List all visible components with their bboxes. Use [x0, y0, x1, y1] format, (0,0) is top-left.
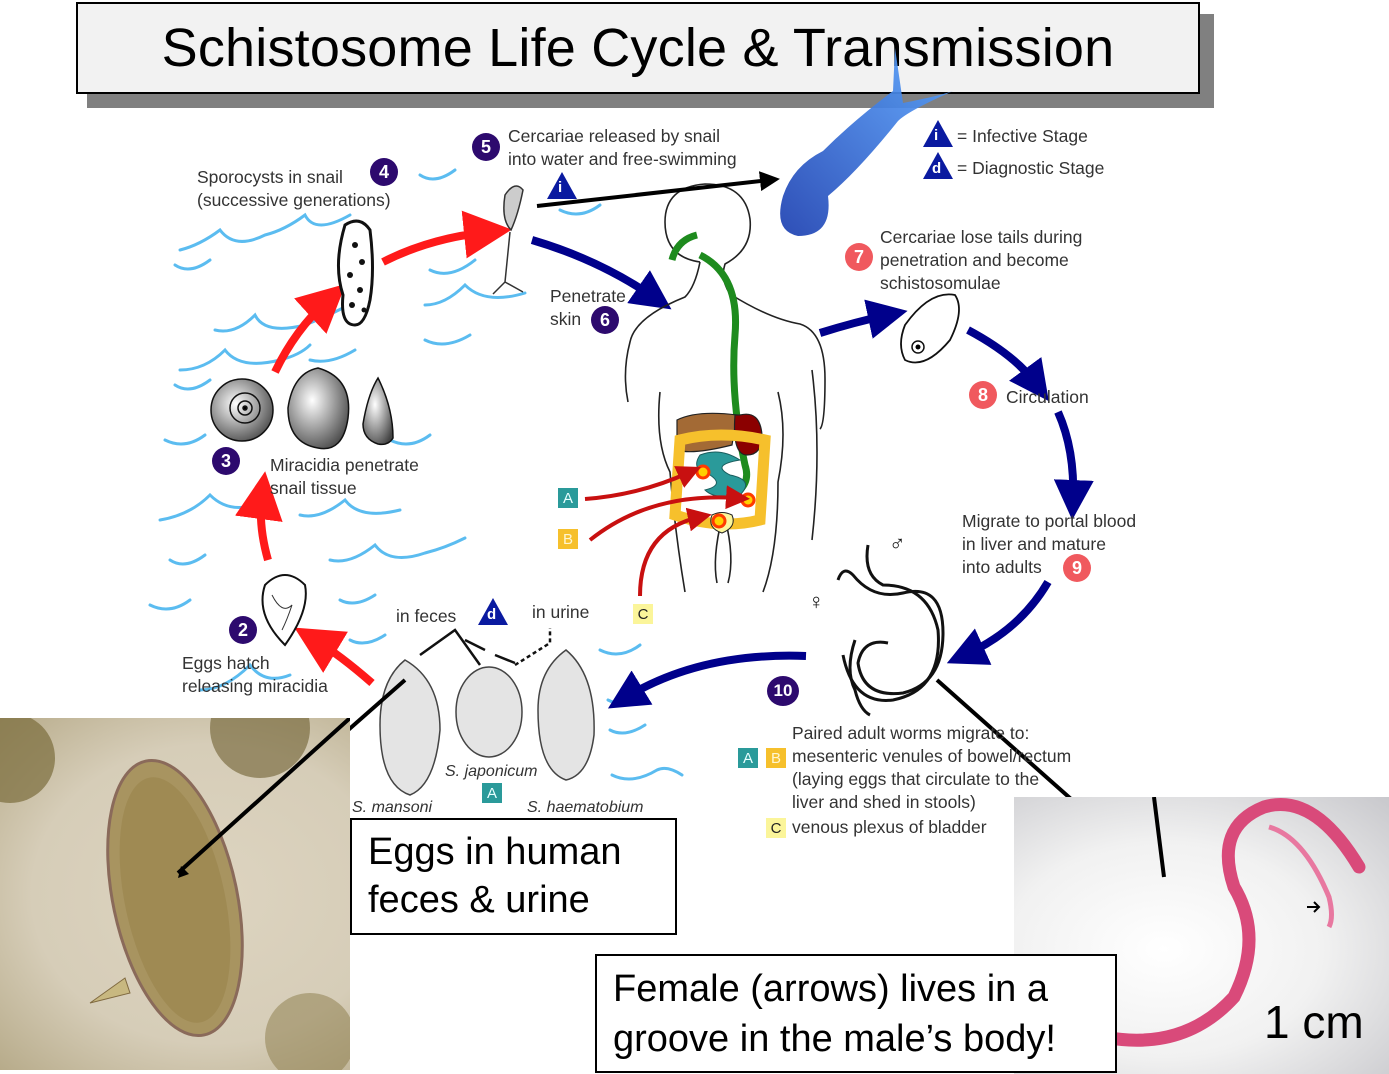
- stage-8-line-1: Circulation: [1006, 387, 1089, 407]
- stage-6-line-2: skin: [550, 309, 582, 329]
- stage-2-badge: 2: [229, 616, 257, 644]
- female-callout-line-2: groove in the male’s body!: [613, 1018, 1056, 1060]
- blue-cycle-arrows: [530, 236, 1094, 709]
- diagnostic-icon: d: [487, 606, 497, 623]
- slide-title: Schistosome Life Cycle & Transmission: [161, 18, 1115, 78]
- cercaria-large-image: [780, 48, 953, 236]
- legend-infective-text: = Infective Stage: [957, 126, 1088, 146]
- stage-10-line-1: Paired adult worms migrate to:: [792, 723, 1030, 743]
- egg-drawings: [379, 649, 595, 796]
- stage-7-line-3: schistosomulae: [880, 273, 1001, 293]
- female-symbol: ♀: [808, 589, 825, 614]
- site-arrows: [584, 466, 750, 597]
- stage-7-line-2: penetration and become: [880, 250, 1069, 270]
- site-key-b: B: [558, 529, 578, 549]
- site-key-a: A: [738, 748, 758, 768]
- stage-10-badge: 10: [767, 676, 799, 706]
- female-callout: Female (arrows) lives in a groove in the…: [595, 954, 1117, 1073]
- stage-7-line-1: Cercariae lose tails during: [880, 227, 1083, 247]
- migration-ab-line-2: (laying eggs that circulate to the: [792, 769, 1040, 789]
- stage-5-badge: 5: [472, 133, 500, 161]
- male-symbol: ♂: [889, 531, 906, 556]
- miracidium-drawing: [261, 574, 307, 647]
- sporocyst-drawing: [336, 219, 374, 327]
- site-key-c: C: [633, 604, 653, 624]
- egg-micrograph: [0, 718, 350, 1070]
- stage-9-line-2: in liver and mature: [962, 534, 1106, 554]
- infective-icon: i: [934, 127, 939, 144]
- species-japonicum: S. japonicum: [445, 763, 538, 780]
- migration-c-line: venous plexus of bladder: [792, 817, 987, 837]
- stage-9-line-1: Migrate to portal blood: [962, 511, 1137, 531]
- site-key-b: B: [766, 748, 786, 768]
- female-callout-line-1: Female (arrows) lives in a: [613, 968, 1048, 1010]
- adult-worm-photo: 1 cm: [1014, 797, 1389, 1074]
- stage-5-line-2: into water and free-swimming: [508, 149, 737, 169]
- species-mansoni: S. mansoni: [352, 799, 433, 816]
- stage-3-line-1: Miracidia penetrate: [270, 455, 419, 475]
- stage-3-line-2: snail tissue: [270, 478, 357, 498]
- stage-4-badge: 4: [370, 158, 398, 186]
- diagnostic-icon: d: [932, 160, 942, 177]
- site-key-c: C: [766, 818, 786, 838]
- site-key-a: A: [558, 488, 578, 508]
- title-box: Schistosome Life Cycle & Transmission: [76, 2, 1200, 94]
- stage-5-line-1: Cercariae released by snail: [508, 126, 721, 146]
- stage-7-badge: 7: [845, 243, 873, 271]
- stage-8-badge: 8: [969, 381, 997, 409]
- schistosomulum-drawing: [900, 293, 960, 364]
- eggs-callout: Eggs in human feces & urine: [350, 818, 677, 935]
- in-feces-label: in feces: [396, 606, 457, 626]
- stage-2-line-2: releasing miracidia: [182, 676, 328, 696]
- stage-4-line-2: (successive generations): [197, 190, 391, 210]
- stage-9-line-3: into adults: [962, 557, 1042, 577]
- eggs-callout-line-2: feces & urine: [368, 879, 590, 921]
- stage-6-line-1: Penetrate: [550, 286, 626, 306]
- snail-shells: [210, 367, 394, 450]
- stage-4-line-1: Sporocysts in snail: [197, 167, 343, 187]
- migration-ab-line-3: liver and shed in stools): [792, 792, 976, 812]
- eggs-callout-line-1: Eggs in human: [368, 831, 622, 873]
- red-cycle-arrows: [235, 210, 512, 687]
- cercaria-small-drawing: [492, 185, 524, 295]
- water-waves: [148, 168, 684, 781]
- site-key-a: A: [482, 783, 502, 803]
- adult-worms-drawing: [836, 544, 945, 717]
- stage-6-badge: 6: [591, 306, 619, 334]
- stage-2-line-1: Eggs hatch: [182, 653, 270, 673]
- infective-icon: i: [558, 179, 563, 196]
- in-urine-label: in urine: [532, 602, 590, 622]
- organs: [668, 231, 771, 534]
- migration-ab-line-1: mesenteric venules of bowel/rectum: [792, 746, 1072, 766]
- triangle-icons: [478, 120, 953, 625]
- egg-pointer-lines: [419, 628, 552, 667]
- stage-9-badge: 9: [1063, 554, 1091, 582]
- stage-3-badge: 3: [212, 447, 240, 475]
- species-haematobium: S. haematobium: [527, 799, 644, 816]
- legend-diagnostic-text: = Diagnostic Stage: [957, 158, 1105, 178]
- scale-bar-label: 1 cm: [1264, 996, 1364, 1048]
